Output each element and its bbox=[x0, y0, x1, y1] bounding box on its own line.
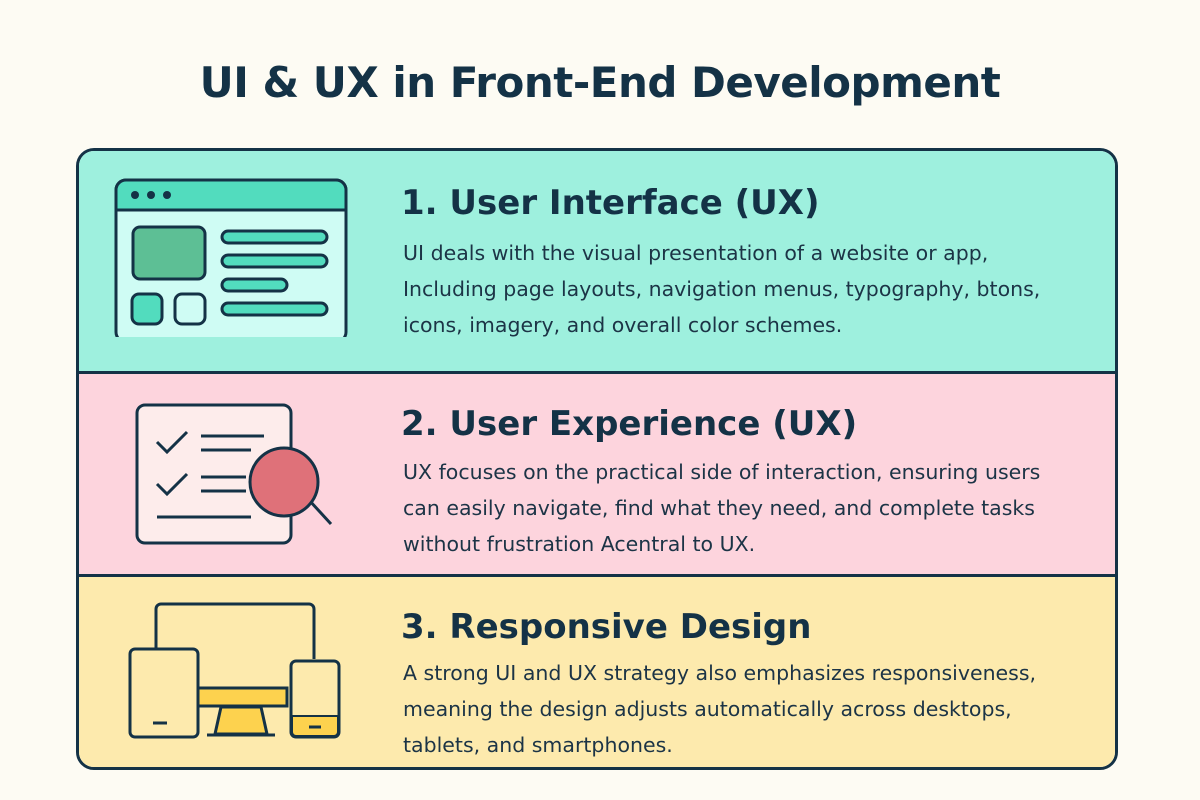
text-line: meaning the design adjusts automatically… bbox=[403, 697, 1012, 721]
text-line: tablets, and smartphones. bbox=[403, 733, 673, 757]
devices-icon bbox=[128, 602, 341, 739]
text-line: Including page layouts, navigation menus… bbox=[403, 277, 1041, 301]
browser-window-icon bbox=[114, 178, 348, 337]
section-heading: 2. User Experience (UX) bbox=[401, 404, 858, 444]
section-responsive-design: 3. Responsive Design A strong UI and UX … bbox=[79, 577, 1115, 767]
text-line: A strong UI and UX strategy also emphasi… bbox=[403, 661, 1037, 685]
section-description: UI deals with the visual presentation of… bbox=[403, 235, 1103, 343]
section-user-interface: 1. User Interface (UX) UI deals with the… bbox=[79, 151, 1115, 374]
section-heading: 3. Responsive Design bbox=[401, 607, 812, 647]
text-line: UI deals with the visual presentation of… bbox=[403, 241, 989, 265]
page-title: UI & UX in Front-End Development bbox=[199, 58, 1001, 107]
info-panel: 1. User Interface (UX) UI deals with the… bbox=[76, 148, 1118, 770]
section-user-experience: 2. User Experience (UX) UX focuses on th… bbox=[79, 374, 1115, 577]
section-heading: 1. User Interface (UX) bbox=[401, 183, 820, 223]
text-line: without frustration Acentral to UX. bbox=[403, 532, 756, 556]
section-description: UX focuses on the practical side of inte… bbox=[403, 454, 1103, 562]
section-description: A strong UI and UX strategy also emphasi… bbox=[403, 655, 1103, 763]
text-line: UX focuses on the practical side of inte… bbox=[403, 460, 1041, 484]
checklist-magnifier-icon bbox=[135, 403, 333, 545]
text-line: icons, imagery, and overall color scheme… bbox=[403, 313, 843, 337]
text-line: can easily navigate, find what they need… bbox=[403, 496, 1035, 520]
